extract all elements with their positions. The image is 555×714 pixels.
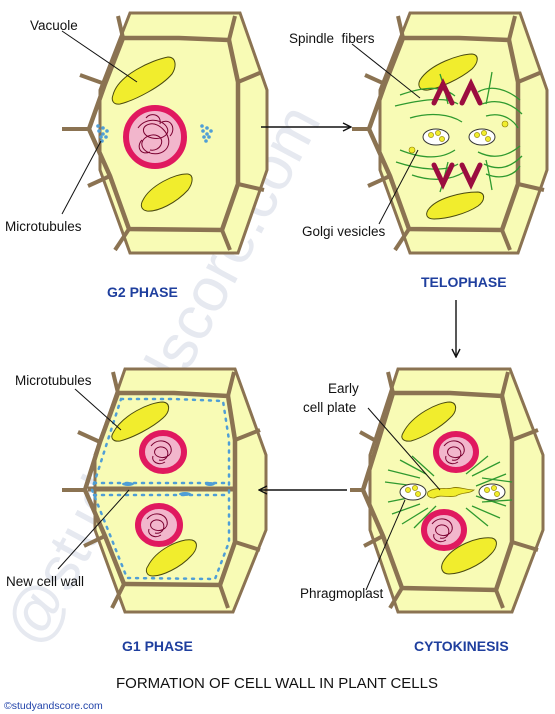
nucleus-top <box>139 430 187 474</box>
panel-g2-phase: Vacuole Microtubules G2 PHASE <box>5 11 269 300</box>
nucleus-bottom <box>421 509 467 551</box>
panel-g1-phase: Microtubules New cell wall G1 PHASE <box>6 367 268 654</box>
phragmoplast-pointer <box>365 499 406 591</box>
vacuole-bottom <box>145 539 197 577</box>
cortical-microtubules <box>90 397 231 581</box>
copyright-notice: ©studyandscore.com <box>4 700 103 712</box>
new-cell-wall-pointer <box>57 489 130 570</box>
panel-cytokinesis: Early cell plate Phragmoplast CYTOKINESI… <box>300 367 545 654</box>
vacuole-top <box>111 56 176 105</box>
microtubules-pointer <box>74 388 122 431</box>
vacuole-top <box>401 401 457 442</box>
nucleus-bottom <box>135 503 183 547</box>
diagram-title: FORMATION OF CELL WALL IN PLANT CELLS <box>116 675 438 692</box>
spindle-pointer <box>351 43 421 99</box>
golgi-vesicles <box>408 120 509 154</box>
early-label-line1: Early <box>328 381 359 396</box>
microtubules-label: Microtubules <box>15 373 92 388</box>
vacuole-pointer <box>61 30 138 83</box>
phase-label-telophase: TELOPHASE <box>421 274 507 290</box>
cell-outer-outline <box>378 11 549 255</box>
phase-label-g1: G1 PHASE <box>122 638 193 654</box>
golgi-pointer <box>378 149 419 225</box>
vacuole-top <box>111 401 170 442</box>
phragmoplast-label: Phragmoplast <box>300 586 384 601</box>
wall-junctions <box>350 371 539 610</box>
golgi-vesicles <box>399 483 506 501</box>
wall-junctions <box>62 371 261 609</box>
vacuole-bottom <box>140 173 193 212</box>
early-cell-plate-pointer <box>367 407 441 491</box>
phragmoplast <box>384 455 513 529</box>
panel-telophase: Spindle fibers Golgi vesicles TELOPHASE <box>289 11 549 290</box>
wall-junctions <box>352 15 545 252</box>
early-label-line2: cell plate <box>303 400 356 415</box>
chromosomes <box>431 78 483 190</box>
early-cell-plate <box>427 487 475 499</box>
wall-junctions <box>62 15 265 252</box>
golgi-vesicles-label: Golgi vesicles <box>302 224 386 239</box>
phase-label-g2: G2 PHASE <box>107 284 178 300</box>
vacuole-bottom <box>441 537 497 575</box>
spindle-fibers-label: Spindle fibers <box>289 31 375 46</box>
nucleus-top <box>433 431 479 473</box>
phase-label-cytokinesis: CYTOKINESIS <box>414 638 509 654</box>
chromatin <box>137 114 174 155</box>
vacuole-bottom <box>426 191 485 220</box>
microtubules-label: Microtubules <box>5 219 82 234</box>
microtubules-pointer <box>61 140 102 215</box>
microtubule-clusters <box>96 124 213 143</box>
nucleus <box>123 105 187 169</box>
new-cell-wall-label: New cell wall <box>6 574 84 589</box>
vacuole-label: Vacuole <box>30 18 78 33</box>
